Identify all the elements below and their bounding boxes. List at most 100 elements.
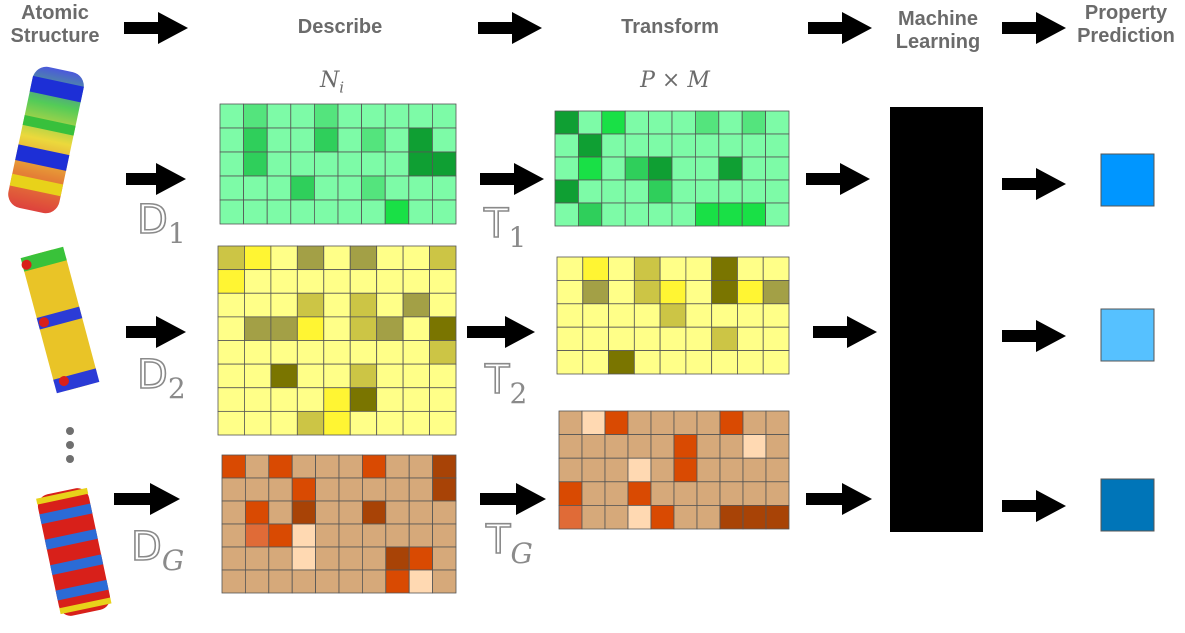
grid-cell [243,151,268,177]
grid-cell [270,316,298,341]
grid-cell [376,292,404,318]
arrow-icon [1002,168,1066,200]
grid-cell [659,350,687,375]
header-describe: Describe [297,16,383,38]
grid-cell [290,175,315,201]
grid-cell [627,504,652,530]
grid-cell [402,292,430,318]
grid-cell [432,500,457,525]
grid-cell [217,316,245,341]
grid-cell [673,481,698,506]
grid-cell [315,500,340,525]
grid-cell [221,523,246,548]
grid-cell [601,202,626,227]
grid-cell [558,504,583,530]
grid-cell [581,410,606,436]
grid-cell [765,434,790,459]
operator-transform-G: TG [485,517,533,570]
grid-cell [291,523,317,548]
arrow-icon [126,316,186,348]
operator-transform-2: T2 [484,357,528,410]
grid-cell [737,326,764,352]
grid-cell [765,110,790,135]
grid-describe-2 [217,245,457,436]
grid-cell [361,199,386,225]
grid-cell [349,363,378,389]
grid-cell [765,156,790,181]
grid-cell [266,175,292,201]
grid-cell [737,350,764,375]
prediction-square-2 [1100,308,1155,362]
grid-cell [290,127,315,153]
grid-cell [219,127,245,153]
grid-cell [266,103,292,129]
grid-cell [385,523,410,548]
grid-cell [290,103,315,129]
grid-cell [719,410,744,436]
grid-cell [244,546,270,571]
grid-cell [323,410,351,436]
grid-cell [650,457,675,483]
arrow-icon [808,12,872,44]
grid-cell [408,477,434,502]
grid-cell [402,245,430,271]
grid-cell [385,454,410,479]
grid-cell [402,363,430,389]
grid-cell [556,326,584,352]
grid-cell [268,523,293,548]
grid-cell [742,434,767,459]
grid-cell [762,279,790,305]
grid-cell [243,127,268,153]
grid-cell [685,279,713,305]
atomic-structure-2 [20,246,100,394]
grid-cell [219,175,245,201]
grid-cell [244,316,272,341]
grid-cell [266,199,292,225]
grid-transform-G [558,410,790,530]
grid-cell [361,500,387,525]
grid-cell [217,340,245,365]
grid-cell [290,199,315,225]
grid-cell [291,477,317,502]
grid-cell [633,256,661,281]
grid-cell [244,363,272,389]
grid-cell [337,127,363,153]
grid-cell [402,269,430,294]
grid-cell [648,179,673,204]
grid-cell [556,303,584,328]
grid-cell [695,202,720,227]
grid-cell [762,303,790,328]
grid-cell [315,569,340,594]
grid-cell [608,303,635,328]
grid-cell [556,350,584,375]
grid-cell [624,133,650,158]
grid-cell [349,269,378,294]
grid-cell [650,410,675,436]
grid-cell [650,504,675,530]
grid-cell [338,477,363,502]
grid-cell [219,151,245,177]
grid-cell [268,569,293,594]
grid-cell [601,156,626,181]
grid-cell [765,133,790,158]
grid-cell [742,481,767,506]
grid-cell [243,175,268,201]
grid-cell [685,256,713,281]
grid-cell [582,256,609,281]
grid-cell [270,410,298,436]
arrow-icon [806,483,872,515]
grid-cell [376,410,404,436]
grid-cell [290,151,315,177]
header-transform: Transform [621,16,719,38]
operator-describe-2: D2 [136,352,186,405]
grid-cell [429,363,457,389]
grid-cell [315,454,340,479]
grid-cell [741,179,767,204]
grid-cell [741,133,767,158]
grid-cell [361,103,386,129]
grid-cell [650,434,675,459]
grid-cell [376,269,404,294]
grid-cell [429,269,457,294]
grid-cell [243,199,268,225]
